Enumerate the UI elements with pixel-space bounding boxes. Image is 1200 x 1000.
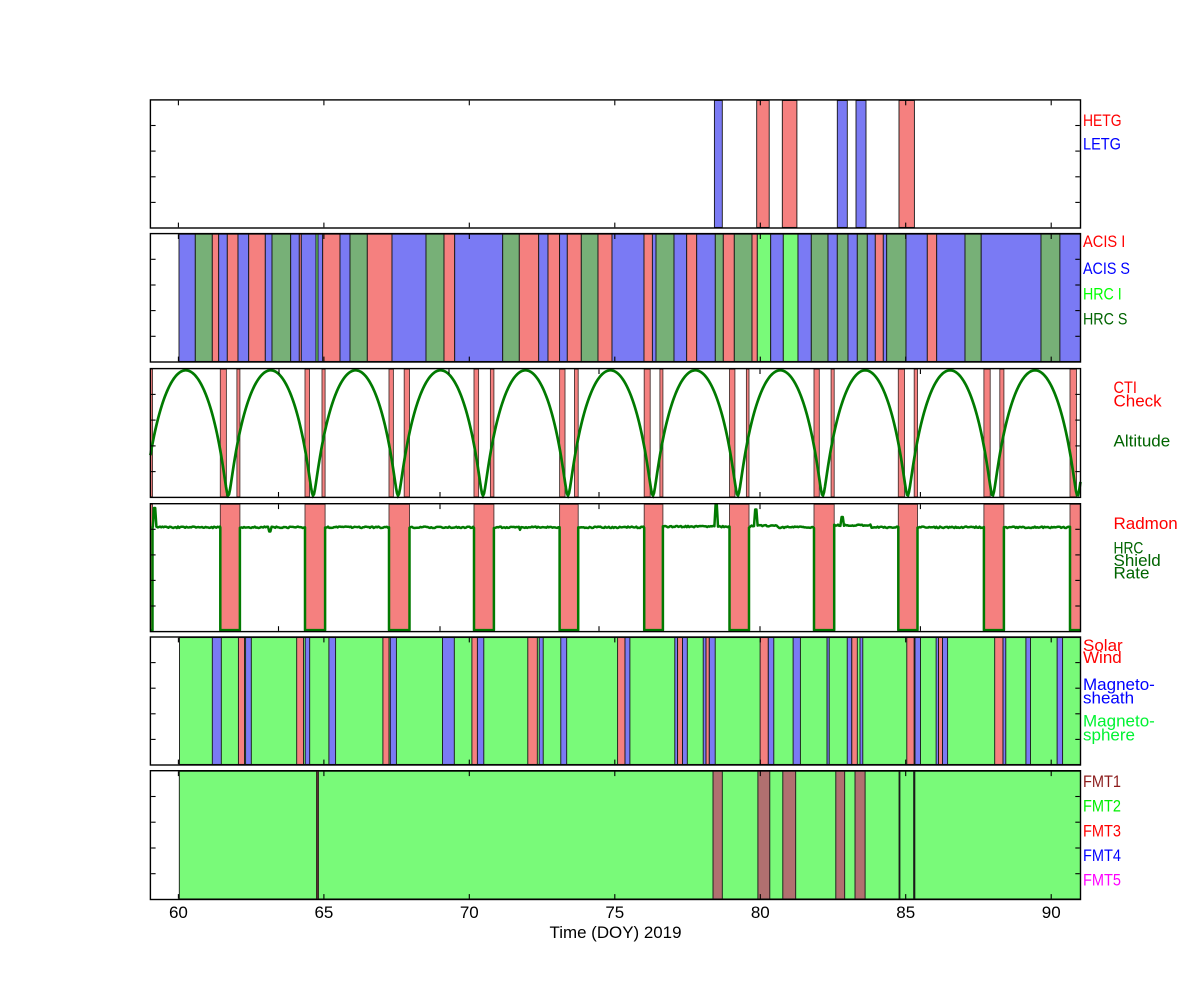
svg-text:60: 60 (169, 903, 188, 922)
svg-text:Magneto-: Magneto- (1083, 712, 1155, 731)
svg-text:CTI: CTI (1114, 378, 1137, 397)
svg-text:Altitude: Altitude (1114, 432, 1171, 451)
svg-text:HETG: HETG (1083, 111, 1122, 130)
svg-text:Time (DOY) 2019: Time (DOY) 2019 (550, 923, 682, 942)
svg-text:Check: Check (1114, 391, 1163, 410)
svg-text:sphere: sphere (1083, 726, 1135, 745)
svg-text:FMT5: FMT5 (1083, 871, 1121, 890)
svg-text:Shield: Shield (1114, 551, 1161, 570)
svg-text:sheath: sheath (1083, 688, 1134, 707)
svg-text:65: 65 (314, 903, 333, 922)
svg-text:90: 90 (1042, 903, 1061, 922)
svg-text:LETG: LETG (1083, 134, 1121, 153)
svg-text:Rate: Rate (1114, 564, 1150, 583)
svg-text:FMT4: FMT4 (1083, 846, 1121, 865)
svg-text:Solar: Solar (1083, 636, 1123, 655)
svg-text:75: 75 (605, 903, 624, 922)
svg-text:HRC: HRC (1114, 539, 1144, 558)
svg-text:Radmon: Radmon (1114, 514, 1178, 533)
svg-text:70: 70 (460, 903, 479, 922)
svg-text:FMT2: FMT2 (1083, 797, 1121, 816)
svg-text:HRC I: HRC I (1083, 285, 1122, 304)
svg-text:ACIS I: ACIS I (1083, 232, 1125, 251)
svg-text:FMT3: FMT3 (1083, 821, 1121, 840)
svg-text:ACIS S: ACIS S (1083, 259, 1130, 278)
svg-text:80: 80 (751, 903, 770, 922)
svg-text:85: 85 (896, 903, 915, 922)
svg-text:FMT1: FMT1 (1083, 772, 1121, 791)
svg-text:HRC S: HRC S (1083, 309, 1127, 328)
svg-text:Magneto-: Magneto- (1083, 675, 1155, 694)
svg-text:Wind: Wind (1083, 648, 1122, 667)
